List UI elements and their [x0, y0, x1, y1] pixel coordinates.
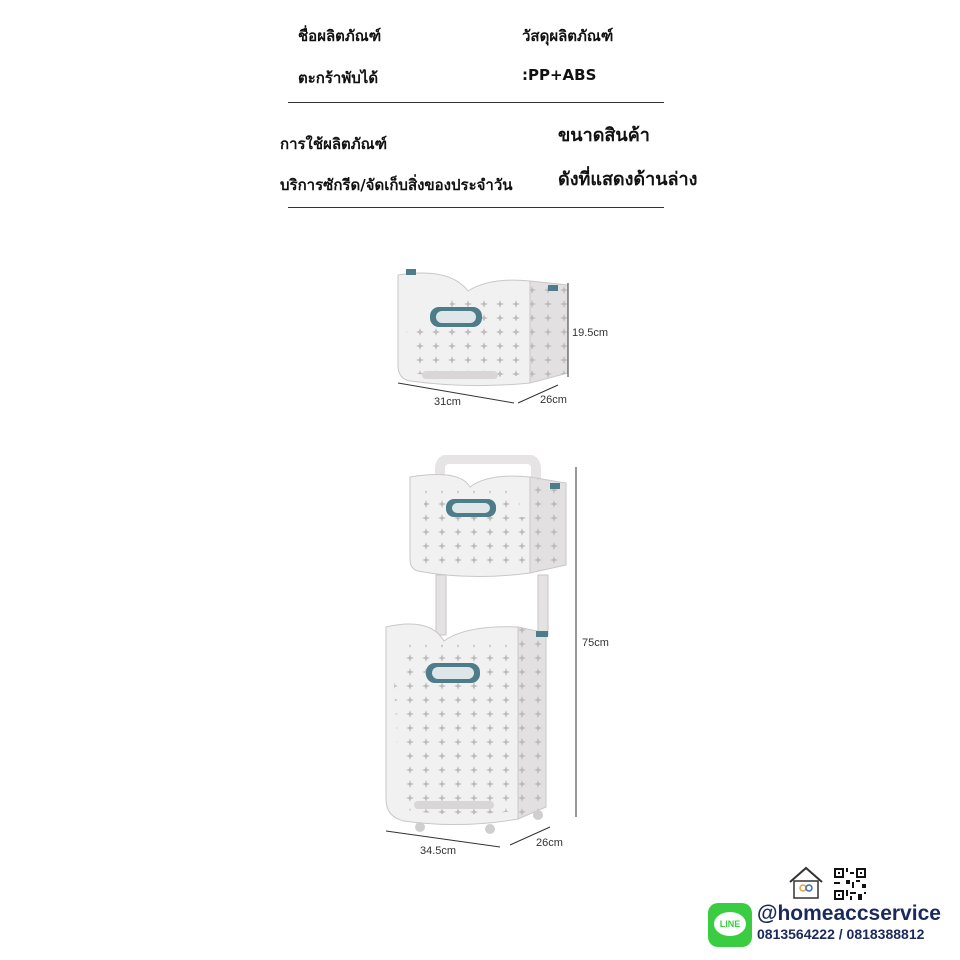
tall-basket-depth: 26cm [536, 837, 563, 849]
small-basket-depth: 26cm [540, 394, 567, 406]
divider-top [288, 102, 664, 103]
tall-basket-illustration [385, 455, 577, 848]
size-value: ดังที่แสดงด้านล่าง [558, 169, 698, 190]
qr-code-icon [832, 866, 868, 902]
tall-basket-height: 75cm [582, 637, 609, 649]
product-name-value: ตะกร้าพับได้ [298, 69, 379, 87]
usage-value: บริการซักรีด/จัดเก็บสิ่งของประจำวัน [280, 176, 513, 194]
tall-basket-width: 34.5cm [420, 845, 457, 857]
product-name-label: ชื่อผลิตภัณฑ์ [298, 27, 382, 45]
material-label: วัสดุผลิตภัณฑ์ [522, 27, 614, 45]
size-label: ขนาดสินค้า [558, 125, 650, 146]
brand-handle: @homeaccservice [757, 902, 941, 925]
line-app-icon: LINE [708, 903, 752, 947]
usage-label: การใช้ผลิตภัณฑ์ [280, 135, 388, 153]
house-logo-icon [789, 866, 823, 899]
divider-bottom [288, 207, 664, 208]
small-basket-illustration [397, 269, 569, 404]
small-basket-height: 19.5cm [572, 327, 609, 339]
line-badge-label: LINE [719, 919, 741, 929]
material-value: :PP+ABS [522, 66, 597, 84]
small-basket-width: 31cm [434, 396, 461, 408]
brand-phones: 0813564222 / 0818388812 [757, 926, 925, 942]
